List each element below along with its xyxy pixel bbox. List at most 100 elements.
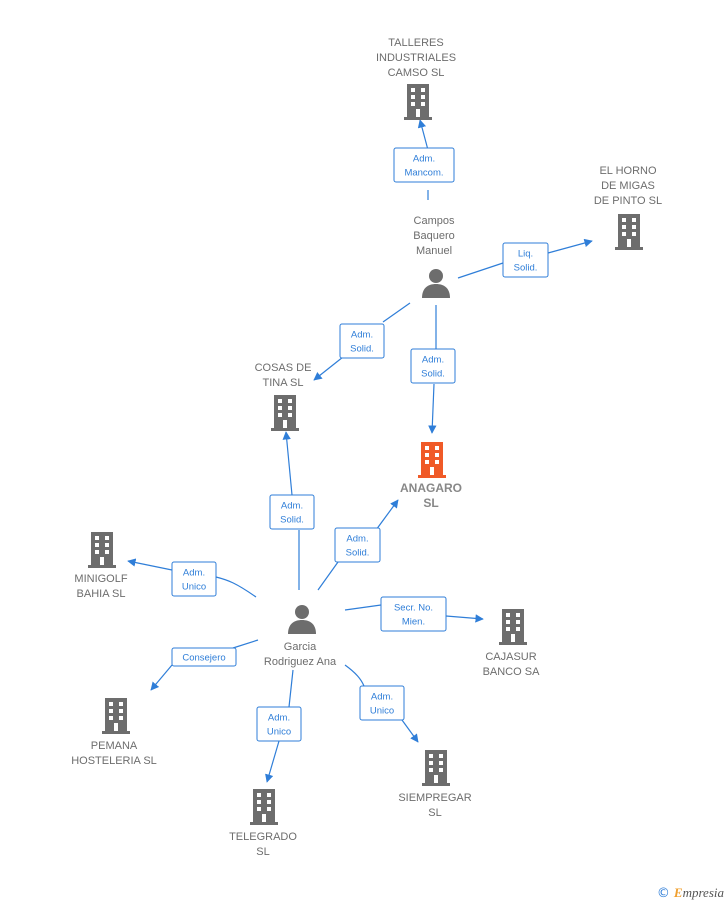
node-label: BANCO SA [483, 666, 541, 678]
node-label: Campos [414, 215, 455, 227]
edge-line [265, 740, 280, 783]
building-icon [102, 698, 130, 734]
edge-label-box [256, 706, 302, 742]
edge-label[interactable]: Adm. Unico [171, 561, 217, 597]
edge-label-box [380, 596, 447, 632]
building-icon [422, 750, 450, 786]
node-label: SIEMPREGAR [398, 792, 471, 804]
node-cosas[interactable]: COSAS DE TINA SL [255, 362, 312, 431]
edge-campos-talleres: Adm. Mancom. [393, 119, 455, 200]
edge-line [445, 614, 484, 623]
node-minigolf[interactable]: MINIGOLF BAHIA SL [74, 532, 128, 600]
edge-line [344, 664, 365, 687]
node-label: TALLERES [388, 37, 443, 49]
node-label: SL [428, 807, 441, 819]
edge-garcia-anagaro: Adm. Solid. [317, 499, 399, 591]
person-icon [422, 269, 450, 298]
node-label: TELEGRADO [229, 831, 297, 843]
edge-label-text: Adm. [346, 534, 368, 545]
building-icon [418, 442, 446, 478]
node-siempregar[interactable]: SIEMPREGAR SL [398, 750, 472, 819]
edge-label[interactable]: Liq.Solid. [502, 242, 549, 278]
edge-label-text: Mien. [402, 617, 425, 628]
edge-label-text: Mancom. [404, 168, 443, 179]
edge-line [150, 664, 173, 691]
edge-line [215, 576, 257, 598]
credit-mark: © Empresia [657, 885, 724, 901]
node-label: COSAS DE [255, 362, 312, 374]
building-icon [615, 214, 643, 250]
edge-label[interactable]: Adm.Solid. [269, 494, 315, 530]
edge-line [457, 262, 504, 279]
person-icon [288, 605, 316, 634]
edge-label-box [339, 323, 385, 359]
building-icon [250, 789, 278, 825]
edge-label-text: Adm. [413, 154, 435, 165]
edge-campos-horno: Liq.Solid. [457, 238, 593, 279]
brand-logo: Empresia [673, 885, 724, 900]
edge-label-text: Adm. [351, 330, 373, 341]
edge-line [382, 302, 411, 323]
node-label: TINA SL [263, 377, 304, 389]
edge-label-text: Liq. [518, 249, 533, 260]
edge-line [401, 719, 419, 743]
edge-label-text: Unico [370, 706, 394, 717]
edge-line [547, 238, 593, 254]
edge-line [288, 669, 294, 708]
edge-garcia-cosas: Adm.Solid. [269, 431, 315, 590]
edge-label-text: Unico [182, 582, 206, 593]
edge-line [282, 431, 293, 496]
edge-label-text: Adm. [183, 568, 205, 579]
node-label: MINIGOLF [74, 573, 127, 585]
edge-line [428, 383, 437, 434]
edge-label-text: Adm. [268, 713, 290, 724]
edge-label-box [334, 527, 381, 563]
edge-label[interactable]: Secr. No.Mien. [380, 596, 447, 632]
node-label: INDUSTRIALES [376, 52, 456, 64]
node-label: DE PINTO SL [594, 195, 662, 207]
edge-label[interactable]: Adm. Solid. [410, 348, 456, 384]
edge-label[interactable]: Adm. Solid. [339, 323, 385, 359]
edge-garcia-cajasur: Secr. No.Mien. [344, 596, 484, 632]
edge-label[interactable]: Adm. Solid. [334, 527, 381, 563]
edge-label-text: Adm. [422, 355, 444, 366]
node-label: BAHIA SL [77, 588, 126, 600]
building-icon [499, 609, 527, 645]
node-label: DE MIGAS [601, 180, 655, 192]
edge-label[interactable]: Consejero [171, 647, 237, 667]
edge-label-text: Solid. [421, 369, 445, 380]
edge-label[interactable]: Adm.Unico [256, 706, 302, 742]
edge-line [313, 356, 344, 381]
edge-label-box [502, 242, 549, 278]
edge-garcia-siempregar: Adm.Unico [344, 664, 419, 743]
edge-label-text: Consejero [182, 653, 225, 664]
node-talleres[interactable]: TALLERES INDUSTRIALES CAMSO SL [376, 37, 456, 120]
edge-campos-anagaro: Adm. Solid. [410, 305, 456, 434]
edge-label[interactable]: Adm. Mancom. [393, 147, 455, 183]
edge-line [127, 558, 173, 571]
edge-label-box [171, 647, 237, 667]
copyright-icon: © [656, 885, 670, 901]
node-label: CAMSO SL [388, 67, 445, 79]
edge-garcia-pemana: Consejero [150, 639, 259, 691]
node-label: Garcia [284, 641, 317, 653]
edge-line [317, 561, 339, 591]
edge-label-box [171, 561, 217, 597]
edge-line [232, 639, 259, 649]
edge-garcia-minigolf: Adm. Unico [127, 558, 257, 598]
edge-line [375, 499, 399, 531]
edge-label-text: Solid. [346, 548, 370, 559]
edge-label-text: Solid. [350, 344, 374, 355]
edge-label-box [410, 348, 456, 384]
node-label: PEMANA [91, 740, 138, 752]
edge-label[interactable]: Adm.Unico [359, 685, 405, 721]
edge-line [344, 604, 382, 611]
